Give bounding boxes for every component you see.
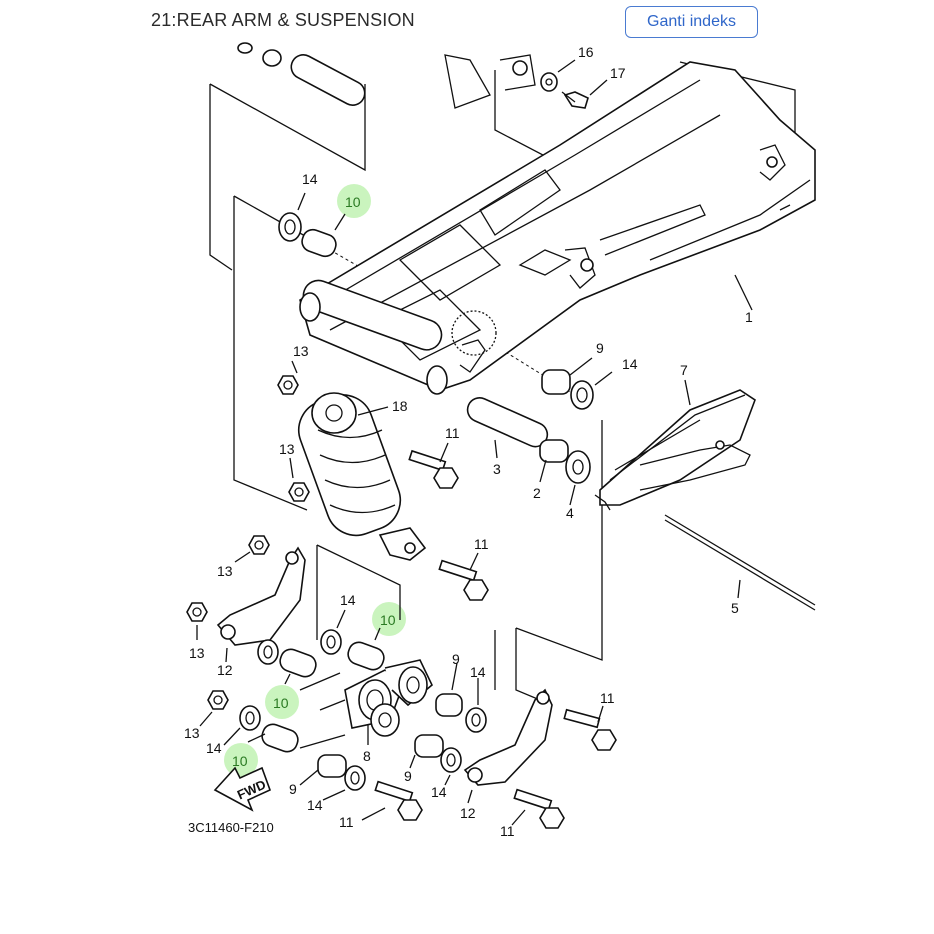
callout-9[interactable]: 9: [404, 768, 412, 784]
callout-11[interactable]: 11: [339, 814, 354, 830]
highlight-10-b[interactable]: [372, 602, 406, 636]
callout-13[interactable]: 13: [189, 645, 205, 661]
callout-4[interactable]: 4: [566, 505, 574, 521]
callout-11[interactable]: 11: [445, 425, 460, 441]
top-bushing-group: [237, 42, 608, 109]
callout-11[interactable]: 11: [500, 823, 515, 839]
pivot-shaft-group: [466, 357, 613, 506]
swing-arm: [299, 54, 816, 395]
callout-14[interactable]: 14: [302, 171, 318, 187]
callout-10[interactable]: 10: [345, 194, 361, 210]
callout-18[interactable]: 18: [392, 398, 408, 414]
callout-10[interactable]: 10: [273, 695, 289, 711]
callout-11[interactable]: 11: [474, 536, 489, 552]
callout-14[interactable]: 14: [431, 784, 447, 800]
callout-9[interactable]: 9: [596, 340, 604, 356]
change-index-button[interactable]: Ganti indeks: [625, 6, 758, 38]
callout-10[interactable]: 10: [232, 753, 248, 769]
highlight-10-d[interactable]: [224, 743, 258, 777]
callout-13[interactable]: 13: [293, 343, 309, 359]
highlight-10-a[interactable]: [337, 184, 371, 218]
linkage-arms: [216, 546, 553, 804]
callout-3[interactable]: 3: [493, 461, 501, 477]
callout-14[interactable]: 14: [206, 740, 222, 756]
callout-8[interactable]: 8: [363, 748, 371, 764]
callout-9[interactable]: 9: [289, 781, 297, 797]
shock-absorber: [298, 392, 427, 561]
callout-13[interactable]: 13: [279, 441, 295, 457]
relay-cluster: [223, 609, 487, 801]
callout-13[interactable]: 13: [184, 725, 200, 741]
callout-10[interactable]: 10: [380, 612, 396, 628]
callout-5[interactable]: 5: [731, 600, 739, 616]
callout-13[interactable]: 13: [217, 563, 233, 579]
callout-1[interactable]: 1: [745, 309, 753, 325]
callout-12[interactable]: 12: [460, 805, 476, 821]
callout-labels: 16 17 1 14 10 13 18 9 14 7 13 11 3 2 4 1…: [184, 44, 753, 839]
callout-14[interactable]: 14: [470, 664, 486, 680]
highlight-markers: [224, 184, 406, 777]
callout-9[interactable]: 9: [452, 651, 460, 667]
callout-14[interactable]: 14: [340, 592, 356, 608]
bolts-and-nuts: [186, 360, 617, 829]
page-title: 21:REAR ARM & SUSPENSION: [151, 10, 415, 30]
callout-11[interactable]: 11: [600, 690, 615, 706]
chain-case: [594, 379, 816, 611]
pivot-spacers: [278, 192, 346, 258]
drawing-code: 3C11460-F210: [188, 820, 274, 835]
callout-14[interactable]: 14: [307, 797, 323, 813]
callout-7[interactable]: 7: [680, 362, 688, 378]
callout-14[interactable]: 14: [622, 356, 638, 372]
callout-17[interactable]: 17: [610, 65, 626, 81]
callout-16[interactable]: 16: [578, 44, 594, 60]
callout-2[interactable]: 2: [533, 485, 541, 501]
highlight-10-c[interactable]: [265, 685, 299, 719]
callout-12[interactable]: 12: [217, 662, 233, 678]
